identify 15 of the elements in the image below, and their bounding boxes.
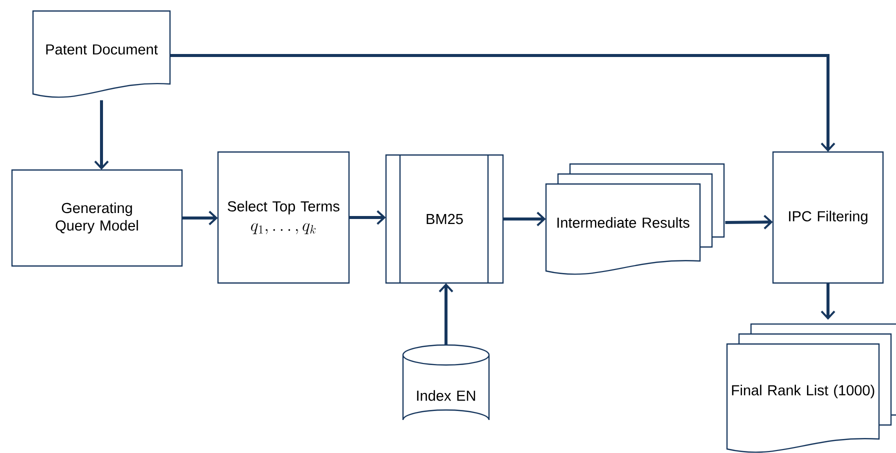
process-box: Generating Query Model — [11, 169, 183, 267]
arrow — [349, 210, 386, 225]
process-box: Select Top Terms $q_1, \dots, q_k$ — [217, 151, 350, 284]
predefined-process-box: BM25 — [385, 154, 504, 284]
process-box: IPC Filtering — [772, 151, 884, 284]
arrow — [170, 54, 836, 152]
arrow — [94, 100, 109, 170]
arrow — [438, 283, 454, 345]
document-stack: Intermediate Results — [545, 163, 725, 275]
arrow — [182, 210, 218, 226]
database-cylinder: Index EN — [402, 344, 490, 421]
document-stack: Final Rank List (1000) — [726, 323, 896, 453]
arrow — [820, 283, 836, 320]
arrow — [503, 212, 546, 226]
arrow — [725, 214, 773, 230]
